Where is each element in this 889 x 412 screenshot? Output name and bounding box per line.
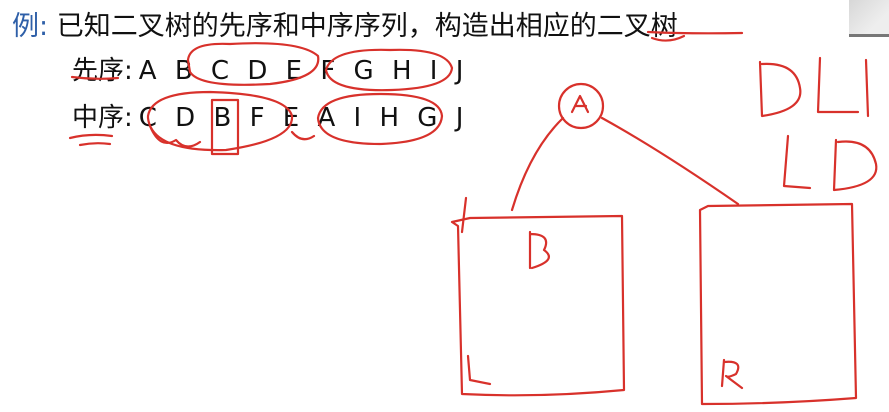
left-subtree-letter-l [466,354,492,386]
left-branch [510,116,565,212]
underline-erchashu [646,30,744,42]
example-prefix: 例: [12,11,49,42]
underline-preorder-label [70,75,120,80]
root-node-circle [557,82,605,130]
inorder-label: 中序: [72,103,133,133]
example-title: 已知二叉树的先序和中序序列，构造出相应的二叉树 [56,11,678,42]
right-subtree-letter-r [720,358,744,390]
left-subtree-letter-b [528,230,550,270]
inorder-sub-box [210,98,240,156]
inorder-sequence: C D B F E A I H G J [138,103,469,133]
example-line: 例: 已知二叉树的先序和中序序列，构造出相应的二叉树 [12,4,678,43]
thumbnail-edge [849,34,889,37]
preorder-label: 先序: [72,56,133,86]
inorder-line: 中序:C D B F E A I H G J [72,97,468,134]
inorder-circle-left [146,90,294,152]
inorder-sub-scribble [148,124,316,148]
preorder-sequence: A B C D E F G H I J [138,56,469,86]
right-subtree-box [698,202,858,406]
left-subtree-box [450,196,626,397]
presenter-video-thumbnail [849,0,889,34]
preorder-line: 先序:A B C D E F G H I J [72,50,468,87]
corner-note-ld [782,134,878,192]
inorder-circle-right [316,92,444,146]
root-node-letter [570,94,590,114]
preorder-circle-left [186,42,320,86]
corner-note-dl [758,56,870,118]
underline-inorder-label [68,133,114,147]
right-branch [600,116,740,206]
preorder-circle-right [324,48,454,92]
